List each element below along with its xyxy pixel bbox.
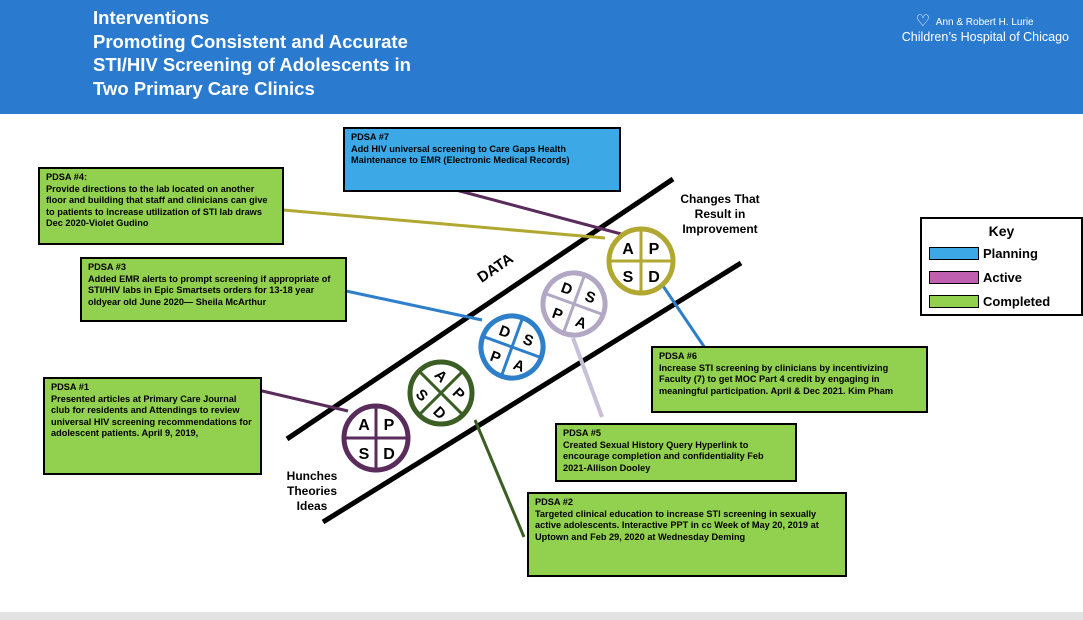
title-line: Two Primary Care Clinics [93,77,315,99]
active-swatch [929,271,979,284]
box-title: PDSA #3 [88,262,126,272]
cycle-letter: A [358,417,370,434]
box-text: Add HIV universal screening to Care Gaps… [351,143,570,166]
box-title: PDSA #4: [46,172,88,182]
changes-label-line: Changes That [680,192,760,206]
cycle-letter: A [622,241,634,258]
key-label: Completed [983,294,1051,309]
cycle-letter: P [649,241,660,258]
box-title: PDSA #5 [563,428,601,438]
completed-swatch [929,295,979,308]
hunches-label-line: Hunches [286,469,338,483]
box-title: PDSA #6 [659,351,697,361]
footer-bar [0,612,1083,620]
title-line: Promoting Consistent and Accurate [93,30,408,52]
pdsa-3-box: PDSA #3 Added EMR alerts to prompt scree… [80,257,347,322]
pdsa-5-box: PDSA #5 Created Sexual History Query Hyp… [555,423,797,482]
cycle-letter: D [648,269,660,286]
box-text: Added EMR alerts to prompt screening if … [88,273,331,307]
connector-pdsa3 [345,289,483,322]
key-label: Active [983,270,1023,285]
connector-pdsa7 [455,188,626,237]
logo-line-2: Children’s Hospital of Chicago [901,30,1069,44]
header-banner: Interventions Promoting Consistent and A… [0,0,1083,114]
box-title: PDSA #2 [535,497,573,507]
ramp-upper-rail [285,176,675,442]
ramp-lower-rail [321,260,743,525]
pdsa-cycle-5: D S P A [540,270,608,338]
slide-title: Interventions Promoting Consistent and A… [93,6,411,100]
cycle-letter: D [383,446,395,463]
legend-key: Key Planning Active Completed [920,217,1083,316]
pdsa-6-box: PDSA #6 Increase STI screening by clinic… [651,346,928,413]
pdsa-4-box: PDSA #4: Provide directions to the lab l… [38,167,284,245]
connector-pdsa6 [657,279,707,349]
data-label: DATA [474,250,516,286]
connector-pdsa2 [473,419,526,538]
title-line: STI/HIV Screening of Adolescents in [93,54,411,75]
key-label: Planning [983,246,1038,261]
pdsa-2-box: PDSA #2 Targeted clinical education to i… [527,492,847,577]
box-title: PDSA #7 [351,132,389,142]
box-text: Targeted clinical education to increase … [535,508,819,542]
hunches-label-line: Theories [286,484,337,498]
box-text: Increase STI screening by clinicians by … [659,362,893,396]
box-text: Created Sexual History Query Hyperlink t… [563,439,764,473]
changes-label-line: Improvement [682,222,758,236]
pdsa-cycle-6-7: A P S D [606,226,676,296]
pdsa-7-box: PDSA #7 Add HIV universal screening to C… [343,127,621,192]
heart-logo-icon: ♡ [915,13,931,30]
changes-label-line: Result in [694,207,746,221]
cycle-letter: P [384,417,395,434]
box-title: PDSA #1 [51,382,89,392]
cycle-letter: S [359,446,370,463]
box-text: Provide directions to the lab located on… [46,183,268,229]
pdsa-cycle-3: D S P A [478,313,546,381]
hospital-logo: ♡ Ann & Robert H. Lurie Children’s Hospi… [901,13,1069,45]
pdsa-cycle-1: A P S D [341,403,411,473]
connector-pdsa1 [257,388,349,413]
pdsa-cycle-2: A P S D [407,359,475,427]
cycle-letter: S [623,269,634,286]
hunches-label-line: Ideas [296,499,328,513]
planning-swatch [929,247,979,260]
box-text: Presented articles at Primary Care Journ… [51,393,252,439]
connector-pdsa5 [571,337,604,418]
key-title: Key [988,223,1015,239]
logo-line-1: Ann & Robert H. Lurie [935,17,1034,28]
title-line: Interventions [93,7,210,28]
connector-pdsa4 [282,208,606,240]
changes-label: Changes That Result in Improvement [664,192,776,237]
hunches-label: Hunches Theories Ideas [272,469,352,514]
pdsa-1-box: PDSA #1 Presented articles at Primary Ca… [43,377,262,475]
